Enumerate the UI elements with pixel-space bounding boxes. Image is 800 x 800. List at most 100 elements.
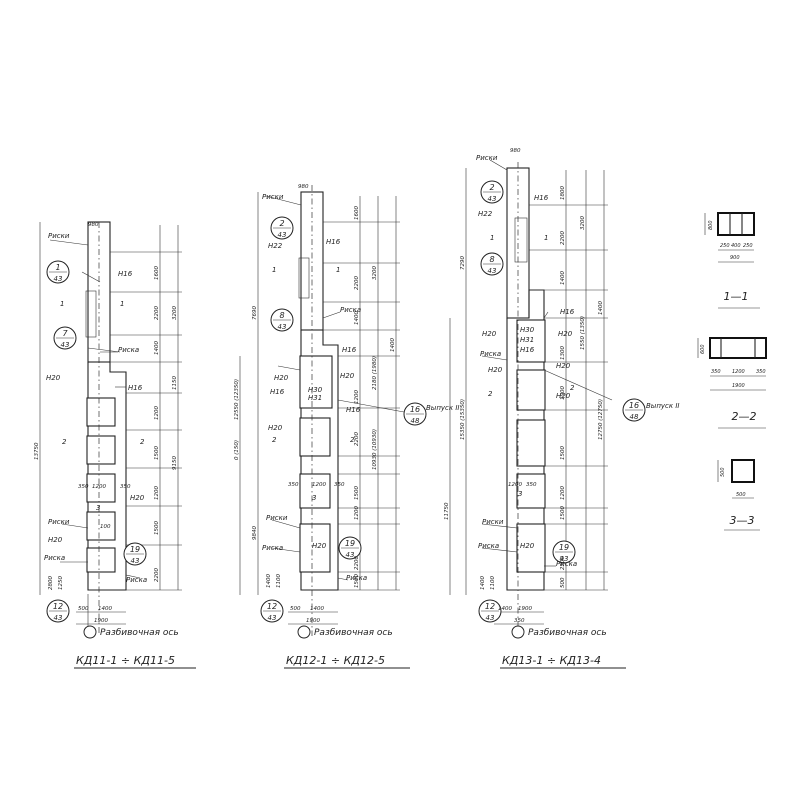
kd12-opening-1 [299, 355, 333, 409]
callout-2-43-kd12: 243 [270, 216, 294, 240]
section-1-1-dim-c: 250 [743, 243, 753, 249]
kd11-top-bracket [85, 290, 97, 338]
callout-8-43-kd13-top: 8 [489, 255, 494, 264]
kd11-dim-10: 1500 [154, 521, 160, 535]
kd13-leader-riski-2 [481, 523, 518, 529]
kd13-dim-10: 12750 (12750) [598, 399, 604, 440]
section-2-2-dim-b: 1200 [732, 369, 745, 375]
kd12-dim-7: 0 (150) [234, 440, 240, 460]
kd11-dim-6: 1200 [154, 406, 160, 420]
callout-19-43-kd11-bottom: 43 [131, 557, 140, 565]
kd13-dim-6: 1400 [598, 301, 604, 315]
kd12-leader-riska-3 [337, 577, 349, 581]
kd12-dim-16: 2200 [354, 556, 360, 570]
kd12-label-h16-3: H16 [270, 388, 285, 396]
callout-1-43-kd11-top: 1 [55, 263, 60, 272]
callout-7-43-bottom: 43 [61, 341, 70, 349]
kd13-dim-8: 1300 [560, 346, 566, 360]
callout-19-43-kd13-bottom: 43 [560, 555, 569, 563]
kd12-dim-23: 350 [288, 482, 299, 488]
callout-12-43-kd12-top: 12 [267, 602, 277, 611]
kd11-dim-18: 500 [78, 606, 89, 612]
kd11-section-mark [87, 347, 121, 353]
callout-16-48-kd12-top: 16 [410, 405, 420, 414]
kd12-dim-25: 350 [334, 482, 345, 488]
kd12-dim-11: 2200 [354, 432, 360, 446]
axis-label-kd12: Разбивочная ось [314, 628, 393, 638]
kd12-mark-2a: 2 [272, 436, 277, 444]
kd12-dim-19: 1100 [276, 574, 282, 588]
section-1-1-label: 1—1 [724, 290, 749, 303]
section-1-1-dim-a: 250 [720, 243, 730, 249]
kd13-opening-2 [516, 369, 546, 411]
kd13-leader-riska [481, 355, 508, 361]
kd11-dim-17: 350 [120, 484, 131, 490]
kd11-dim-21: 100 [100, 524, 111, 530]
kd12-label-riska-2: Риска [262, 544, 283, 552]
kd13-label-vypusk: Выпуск II [646, 402, 679, 410]
kd12-dim-18: 1400 [266, 574, 272, 588]
kd12-mark-2b: 2 [350, 436, 355, 444]
kd12-dim-9: 2180 (1980) [372, 356, 378, 390]
kd12-leader-riski [265, 195, 302, 206]
kd12-leader-vypusk [337, 399, 405, 413]
kd11-mark-2b: 2 [140, 438, 145, 446]
kd11-dim-ticks [110, 251, 182, 591]
section-2-2-dim-c: 350 [756, 369, 766, 375]
callout-16-48-kd13-top: 16 [629, 401, 639, 410]
kd12-label-h16: H16 [326, 238, 341, 246]
kd11-mark-3: 3 [96, 504, 100, 512]
kd11-dim-19: 1400 [98, 606, 112, 612]
kd12-dim-6: 12550 (12350) [234, 379, 240, 420]
kd11-leader-riska-3 [125, 574, 141, 579]
kd13-label-h20-3: H20 [488, 366, 503, 374]
kd11-dim-14: 1250 [58, 576, 64, 590]
kd13-label-h20-6: H20 [520, 542, 535, 550]
kd12-dim-21: 1400 [310, 606, 324, 612]
kd13-leader-h16 [543, 311, 549, 319]
callout-19-43-kd13-top: 19 [559, 543, 569, 552]
kd11-opening-1 [86, 397, 116, 427]
kd12-label-h16-4: H16 [346, 406, 361, 414]
callout-8-43-kd12-top: 8 [279, 311, 284, 320]
kd13-dim-24: 350 [526, 482, 537, 488]
callout-16-48-kd13-bottom: 48 [630, 413, 639, 421]
kd12-dim-17: 1500 [354, 574, 360, 588]
kd13-leader-vypusk [543, 369, 613, 401]
kd13-dim-12: 1500 [560, 446, 566, 460]
kd12-label-h20: H20 [274, 374, 289, 382]
title-kd13: КД13-1 ÷ КД13-4 [502, 654, 601, 667]
kd12-dim-0: 980 [298, 184, 309, 190]
kd11-leader-riska [61, 523, 89, 529]
kd13-opening-5 [516, 523, 546, 573]
section-3-3-dim-width: 500 [736, 492, 746, 498]
kd12-dim-4: 1400 [354, 311, 360, 325]
callout-2-43-kd13-top: 2 [489, 183, 494, 192]
kd13-mark-1a: 1 [490, 234, 494, 242]
kd13-dim-15: 1500 [560, 506, 566, 520]
kd12-opening-4 [299, 523, 331, 573]
kd13-leader-riska-2 [481, 547, 518, 553]
kd11-label-riski: Риски [48, 232, 70, 240]
kd13-dim-9: 1900 [560, 386, 566, 400]
axis-marker-1 [83, 625, 97, 639]
kd13-label-riska-3: Риска [556, 560, 577, 568]
kd11-opening-2 [86, 435, 116, 465]
kd13-label-h30: H30 [520, 326, 535, 334]
kd11-label-riska-2: Риска [44, 554, 65, 562]
kd11-dim-7: 1500 [154, 446, 160, 460]
callout-16-48-kd12-bottom: 48 [411, 417, 420, 425]
kd13-label-h20-2: H20 [558, 330, 573, 338]
kd13-dim-ticks [529, 204, 608, 591]
kd11-label-h20-3: H20 [48, 536, 63, 544]
kd12-dim-8: 1400 [390, 338, 396, 352]
kd11-label-h16: H16 [118, 270, 133, 278]
kd13-label-h20-5: H20 [556, 392, 571, 400]
kd12-label-h30: H30 [308, 386, 323, 394]
kd13-dim-5: 7290 [460, 256, 466, 270]
kd12-label-riski-2: Риски [266, 514, 288, 522]
